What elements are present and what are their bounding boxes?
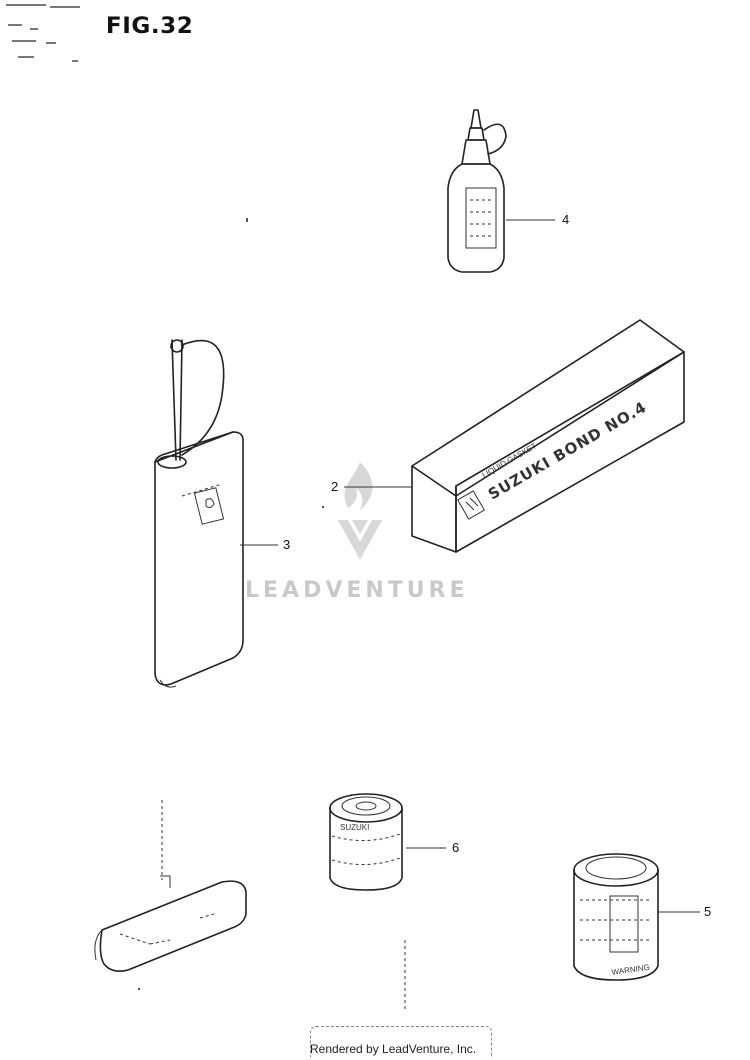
watermark-text: LEADVENTURE bbox=[245, 578, 469, 603]
can6-brand-text: SUZUKI bbox=[340, 823, 369, 832]
callout-3: 3 bbox=[283, 537, 291, 552]
figure-title: FIG.32 bbox=[105, 14, 194, 39]
oil-bottle-item-4[interactable] bbox=[447, 109, 555, 273]
callout-4: 4 bbox=[562, 212, 570, 227]
large-can-item-5[interactable]: WARNING bbox=[573, 853, 700, 981]
liquid-gasket-can-item-3[interactable] bbox=[154, 339, 278, 688]
small-can-item-6[interactable]: SUZUKI bbox=[329, 793, 446, 1010]
watermark-logo bbox=[338, 462, 382, 560]
footer-credit[interactable]: Rendered by LeadVenture, Inc. bbox=[310, 1042, 477, 1056]
scan-noise bbox=[6, 4, 80, 62]
can5-brand-text: WARNING bbox=[611, 963, 650, 977]
small-pouch-part[interactable] bbox=[94, 800, 247, 972]
scan-specks bbox=[138, 218, 324, 990]
footer-frame bbox=[310, 1026, 492, 1057]
callout-5: 5 bbox=[704, 904, 712, 919]
bond-box-item-2[interactable]: SUZUKI BOND NO.4 LIQUID GASKET bbox=[344, 319, 685, 553]
callout-2: 2 bbox=[331, 479, 339, 494]
callout-6: 6 bbox=[452, 840, 460, 855]
